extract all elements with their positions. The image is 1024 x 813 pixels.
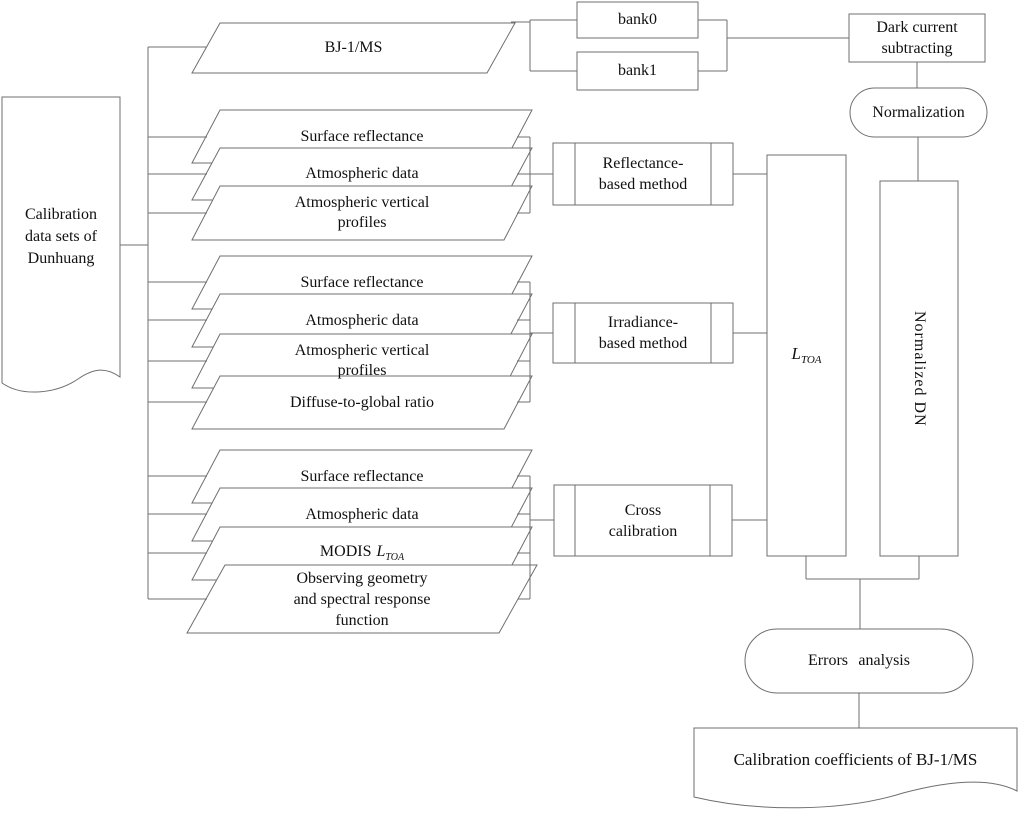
g2-surface-label: Surface reflectance [300, 273, 424, 291]
ltoa-box [766, 154, 847, 557]
g1-surface-label: Surface reflectance [300, 127, 424, 145]
bank1-label: bank1 [617, 62, 658, 79]
coefficients-label: Calibration coefficients of BJ-1/MS [733, 750, 978, 770]
normalized-dn-label: Normalized DN [911, 310, 928, 427]
reflectance-method-label: Reflectance- based method [598, 155, 688, 193]
coefficients-document-shape [693, 727, 1018, 809]
ltoa-label: LTOA [791, 344, 822, 367]
irradiance-method-label: Irradiance- based method [598, 314, 688, 352]
source-label: Calibration data sets of Dunhuang [25, 205, 97, 267]
bank1-box [576, 51, 699, 91]
connectors [120, 19, 920, 728]
g1-vertical-profiles-label: Atmospheric vertical profiles [294, 194, 430, 231]
g2-atmospheric-label: Atmospheric data [305, 311, 419, 329]
g1-vertical-profiles-parallelogram [191, 185, 533, 241]
reflectance-method-box [552, 142, 734, 206]
bank0-label: bank0 [617, 11, 658, 28]
bj1ms-label: BJ-1/MS [324, 39, 383, 56]
bank0-box [576, 1, 699, 39]
errors-analysis-label: Errors analysis [808, 652, 910, 669]
g3-surface-label: Surface reflectance [300, 467, 424, 485]
g2-diffuse-label: Diffuse-to-global ratio [289, 393, 435, 411]
normalized-dn-box [879, 180, 959, 557]
source-document-shape [1, 96, 121, 393]
dark-current-label: Dark current subtracting [876, 19, 958, 57]
bj1ms-parallelogram [191, 22, 516, 74]
g3-observing-label: Observing geometry and spectral response… [293, 569, 431, 629]
g3-atmospheric-label: Atmospheric data [305, 505, 419, 523]
g2-vertical-profiles-label: Atmospheric vertical profiles [294, 342, 430, 379]
g2-diffuse-parallelogram [191, 375, 533, 430]
cross-calibration-box [553, 484, 733, 557]
normalization-label: Normalization [872, 103, 965, 121]
dark-current-box [848, 13, 986, 63]
cross-calibration-label: Cross calibration [608, 501, 678, 540]
g1-atmospheric-label: Atmospheric data [305, 165, 419, 182]
g3-observing-parallelogram [186, 564, 538, 634]
